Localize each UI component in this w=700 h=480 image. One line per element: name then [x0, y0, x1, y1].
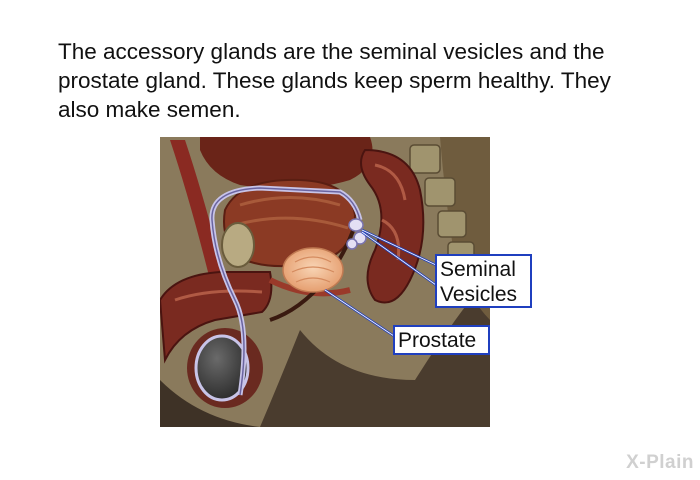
pubic-bone	[221, 222, 255, 268]
intestine	[200, 137, 373, 189]
body-silhouette	[160, 244, 490, 427]
logo-text: X-Plain	[626, 452, 694, 473]
prostate-label: Prostate	[393, 325, 490, 355]
xplain-logo: X-Plain	[626, 452, 694, 474]
testis	[194, 334, 250, 402]
seminal-vesicles	[346, 218, 367, 250]
seminal-label-line1: Seminal	[440, 258, 516, 281]
seminal-label-line2: Vesicles	[440, 283, 518, 306]
caption-text: The accessory glands are the seminal ves…	[58, 39, 611, 122]
prostate-label-text: Prostate	[398, 329, 477, 352]
abdominal-muscle	[170, 140, 225, 280]
penis	[160, 271, 273, 364]
seminal-vesicles-label: Seminal Vesicles	[435, 254, 532, 308]
perineum-shape	[260, 330, 415, 427]
prostate-gland	[282, 247, 344, 293]
